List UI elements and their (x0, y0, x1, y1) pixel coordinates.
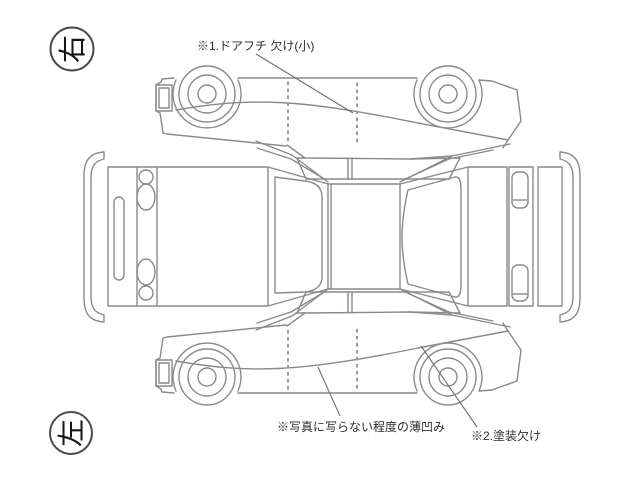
left-side-marker-label: 左 (56, 419, 87, 447)
rear-bumper-face (537, 166, 563, 307)
right-side-marker-label: 右 (57, 35, 88, 63)
headlight (136, 183, 156, 211)
front-grille (113, 196, 125, 281)
annotation-slight-dent: ※写真に写らない程度の薄凹み (277, 419, 445, 434)
hood-panel (107, 166, 269, 307)
headlight (138, 285, 154, 301)
leader-line-3 (420, 345, 478, 428)
annotation-door-chip: ※1.ドアフチ 欠け(小) (197, 38, 314, 53)
annotation-paint-chip: ※2.塗装欠け (471, 428, 541, 443)
headlight (136, 258, 156, 286)
top-view (83, 151, 581, 323)
front-bumper (83, 151, 105, 323)
trunk-panel (467, 166, 508, 307)
taillight (511, 171, 529, 209)
leader-line-1 (255, 53, 354, 114)
right-side-marker-circle (49, 26, 95, 72)
windshield-glass (274, 176, 323, 294)
right-side-marker: 右 (49, 26, 95, 72)
rear-window-glass (401, 176, 462, 298)
left-side-marker: 左 (49, 411, 93, 455)
rear-bumper (559, 151, 581, 323)
headlight (138, 169, 154, 185)
side-view-right (155, 65, 522, 183)
roof-panel (327, 183, 401, 290)
rear-panel (508, 166, 534, 307)
taillight (511, 264, 529, 302)
damage-annotations: ※1.ドアフチ 欠け(小) ※写真に写らない程度の薄凹み ※2.塗装欠け (197, 38, 541, 443)
left-side-marker-circle (49, 411, 93, 455)
leader-line-2 (317, 366, 341, 417)
